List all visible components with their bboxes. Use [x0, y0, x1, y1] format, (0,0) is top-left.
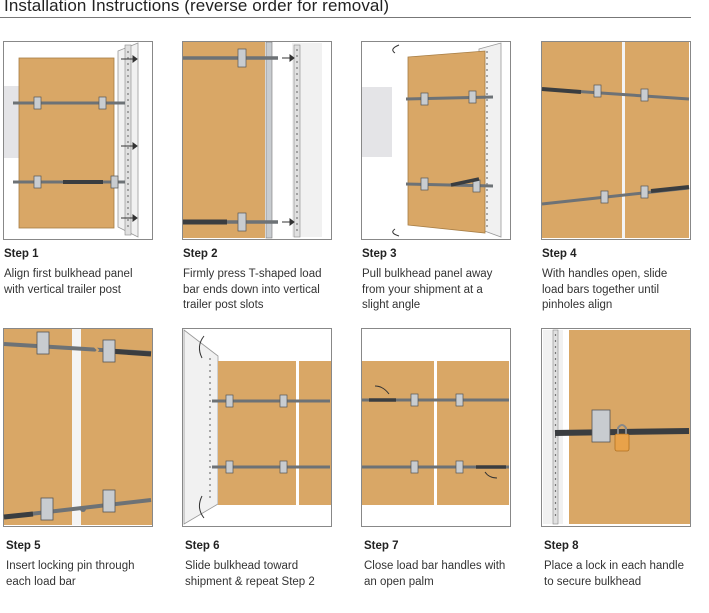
step-1-title: Step 1	[4, 248, 39, 260]
step-3-illustration	[361, 41, 511, 240]
step-8-title: Step 8	[544, 540, 579, 552]
step-5-description: Insert locking pin through each load bar	[6, 560, 135, 588]
step-7-title: Step 7	[364, 540, 399, 552]
step-6-description: Slide bulkhead toward shipment & repeat …	[185, 560, 315, 588]
step-7-illustration	[361, 328, 511, 527]
step-3-description: Pull bulkhead panel away from your shipm…	[362, 268, 493, 311]
step-2-description: Firmly press T-shaped load bar ends down…	[183, 268, 322, 311]
step-4-description: With handles open, slide load bars toget…	[542, 268, 668, 311]
step-1-illustration	[3, 41, 153, 240]
step-1-description: Align first bulkhead panel with vertical…	[4, 268, 133, 296]
step-7-description: Close load bar handles with an open palm	[364, 560, 506, 588]
step-3-title: Step 3	[362, 248, 397, 260]
step-5-illustration	[3, 328, 153, 527]
step-4-title: Step 4	[542, 248, 577, 260]
page-title: Installation Instructions (reverse order…	[4, 0, 390, 15]
step-2-title: Step 2	[183, 248, 218, 260]
step-2-illustration	[182, 41, 332, 240]
step-5-title: Step 5	[6, 540, 41, 552]
step-6-title: Step 6	[185, 540, 220, 552]
step-6-illustration	[182, 328, 332, 527]
title-divider	[0, 17, 691, 18]
step-8-description: Place a lock in each handle to secure bu…	[544, 560, 685, 588]
step-4-illustration	[541, 41, 691, 240]
step-8-illustration	[541, 328, 691, 527]
